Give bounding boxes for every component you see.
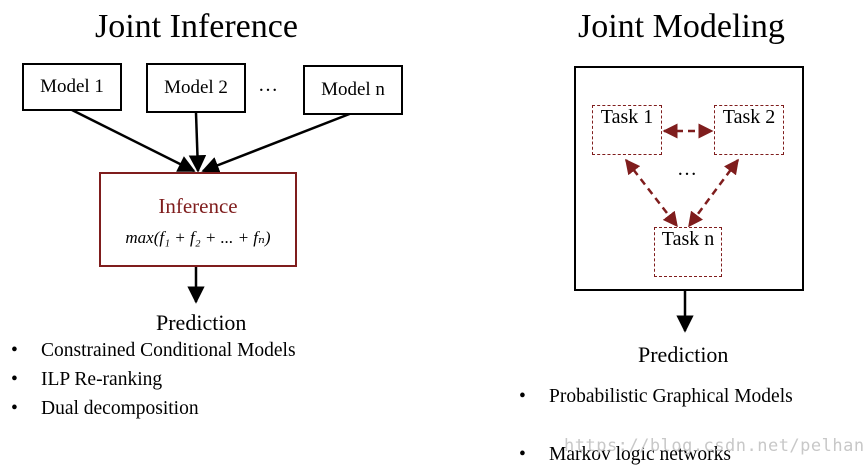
list-item: •Dual decomposition [11,398,199,419]
arrow-model1-to-inference [71,108,196,173]
model-n-box: Model n [303,65,403,115]
arrow-task2-taskn [687,158,740,228]
inference-box: Inference max(f₁ + f₂ + ... + fₙ) [99,172,297,267]
inference-formula: max(f₁ + f₂ + ... + fₙ) [125,228,271,247]
left-bullet-list: •Constrained Conditional Models •ILP Re-… [8,340,296,427]
left-prediction-label: Prediction [156,310,247,335]
list-item: •Probabilistic Graphical Models [519,386,793,407]
task-1-label: Task 1 [600,106,654,128]
list-item: •Constrained Conditional Models [11,340,296,361]
model-n-label: Model n [321,79,385,100]
right-prediction-label: Prediction [638,342,729,367]
joint-modeling-title: Joint Modeling [578,8,785,45]
task-2-box: Task 2 [714,105,784,155]
model-1-label: Model 1 [40,76,104,97]
model-2-label: Model 2 [164,77,228,98]
task-n-label: Task n [661,228,715,250]
watermark-text: https://blog.csdn.net/pelhans [564,436,866,456]
inference-label: Inference [158,194,238,218]
model-1-box: Model 1 [22,63,122,111]
bullet-icon: • [11,369,18,390]
models-ellipsis: … [258,74,278,96]
tasks-ellipsis: … [677,158,697,180]
right-bullet-list: •Probabilistic Graphical Models •Markov … [516,386,793,473]
task-n-box: Task n [654,227,722,277]
joint-model-frame [574,66,804,291]
bullet-icon: • [519,386,526,407]
model-2-box: Model 2 [146,63,246,113]
task-1-box: Task 1 [592,105,662,155]
arrow-task1-taskn [625,158,678,228]
joint-inference-title: Joint Inference [95,8,298,45]
list-item: •Markov logic networks [519,444,731,465]
list-item: •ILP Re-ranking [11,369,163,390]
arrow-model2-to-inference [188,112,207,173]
bullet-icon: • [519,444,526,465]
bullet-icon: • [11,398,18,419]
task-2-label: Task 2 [722,106,776,128]
arrow-modeln-to-inference [201,111,353,174]
bullet-icon: • [11,340,18,361]
